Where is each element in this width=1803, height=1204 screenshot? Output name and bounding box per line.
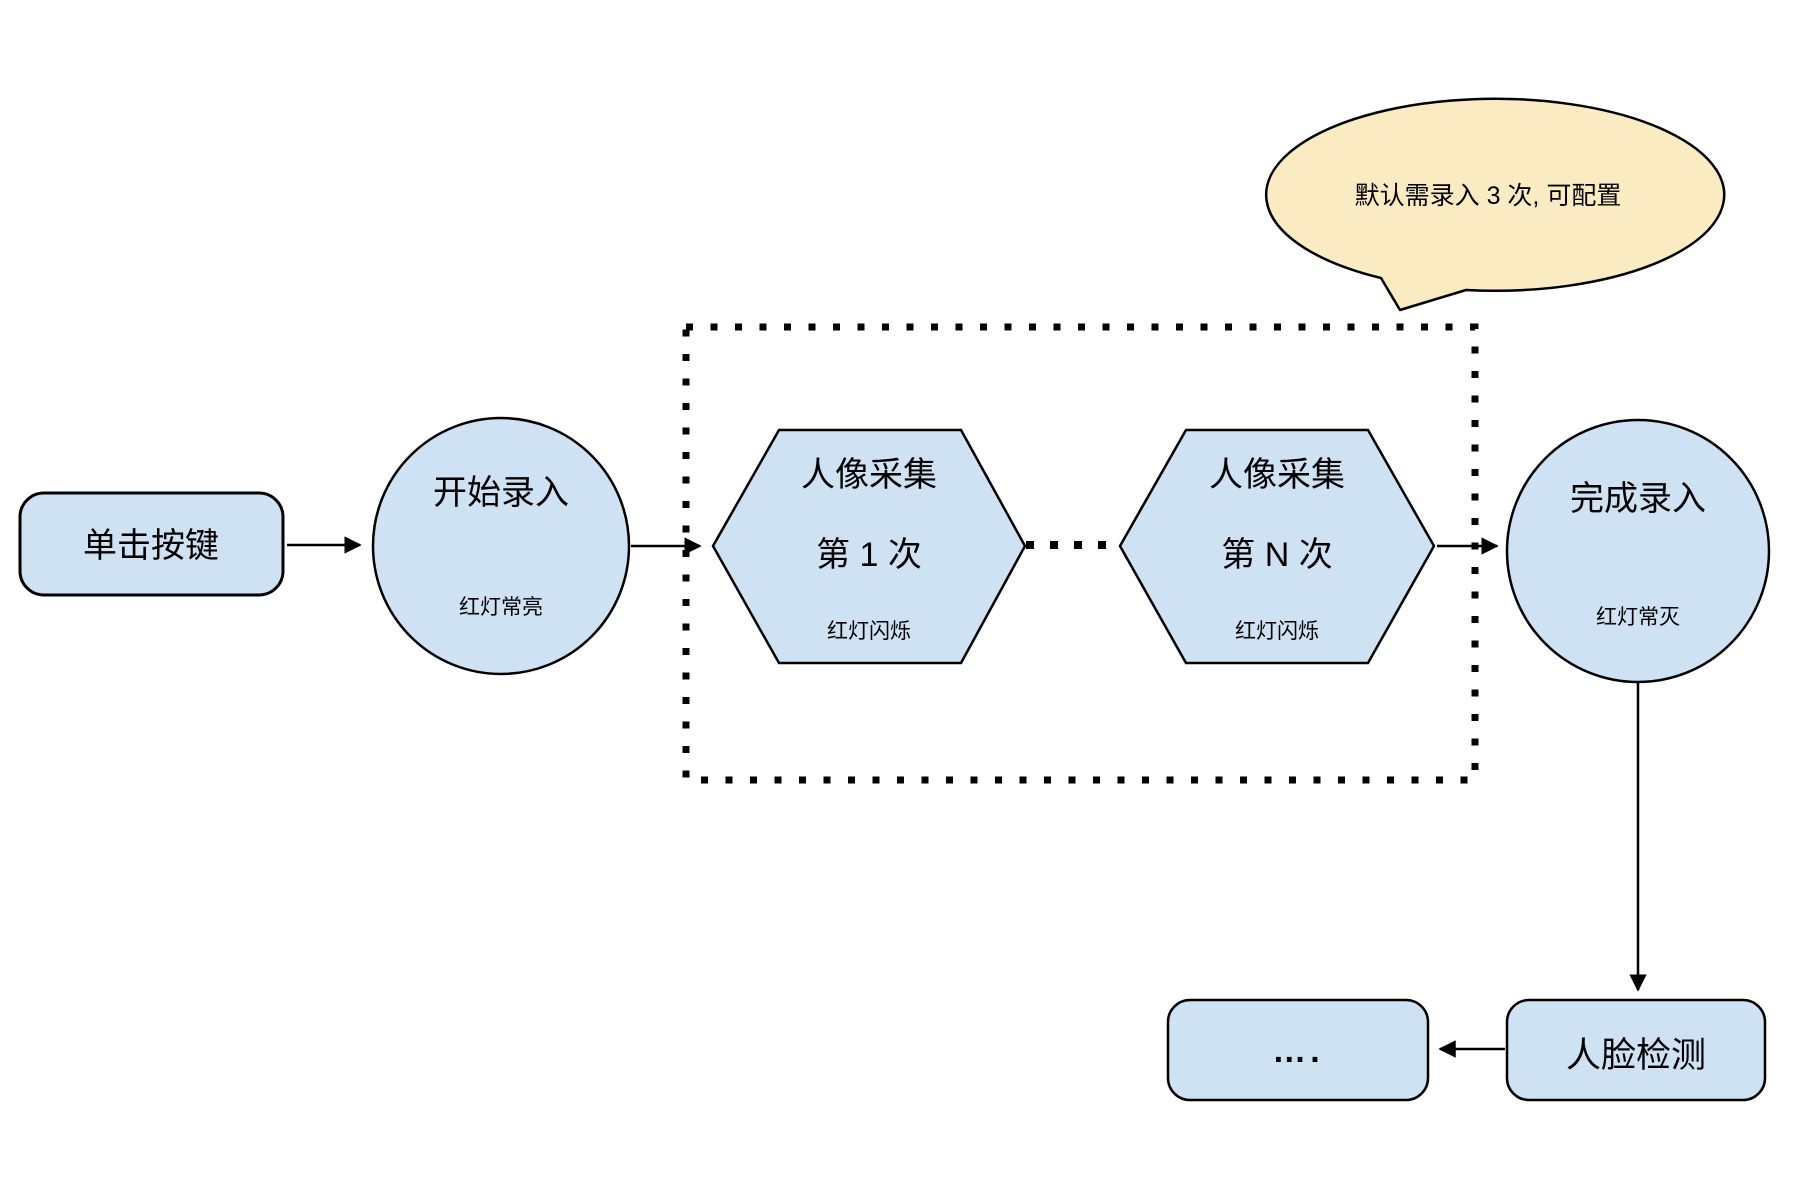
node-finish-entry-shape <box>1505 418 1771 684</box>
node-capture-nth-shape <box>1118 428 1436 665</box>
node-capture-nth-status: 红灯闪烁 <box>1235 620 1319 643</box>
callout-text: 默认需录入 3 次, 可配置 <box>1355 182 1622 210</box>
node-face-detection-label: 人脸检测 <box>1566 1036 1706 1075</box>
node-capture-nth-title: 人像采集 <box>1209 456 1345 494</box>
callout-bubble <box>1264 97 1726 312</box>
node-finish-entry-status: 红灯常灭 <box>1596 606 1680 629</box>
node-finish-entry-label: 完成录入 <box>1570 480 1706 518</box>
node-more-steps-label: …. <box>1272 1032 1323 1070</box>
node-capture-first-status: 红灯闪烁 <box>827 620 911 643</box>
node-click-button-label: 单击按键 <box>83 527 219 565</box>
node-capture-first-shape <box>711 428 1027 665</box>
node-capture-first-subtitle: 第 1 次 <box>816 536 922 574</box>
node-start-entry-label: 开始录入 <box>433 474 569 512</box>
node-capture-nth-subtitle: 第 N 次 <box>1221 536 1332 574</box>
node-face-detection-shape <box>1505 998 1767 1102</box>
node-click-button-shape <box>18 491 285 597</box>
node-start-entry-shape <box>371 416 631 676</box>
node-more-steps-shape <box>1166 998 1430 1102</box>
node-start-entry-status: 红灯常亮 <box>459 596 543 619</box>
node-capture-first-title: 人像采集 <box>801 456 937 494</box>
